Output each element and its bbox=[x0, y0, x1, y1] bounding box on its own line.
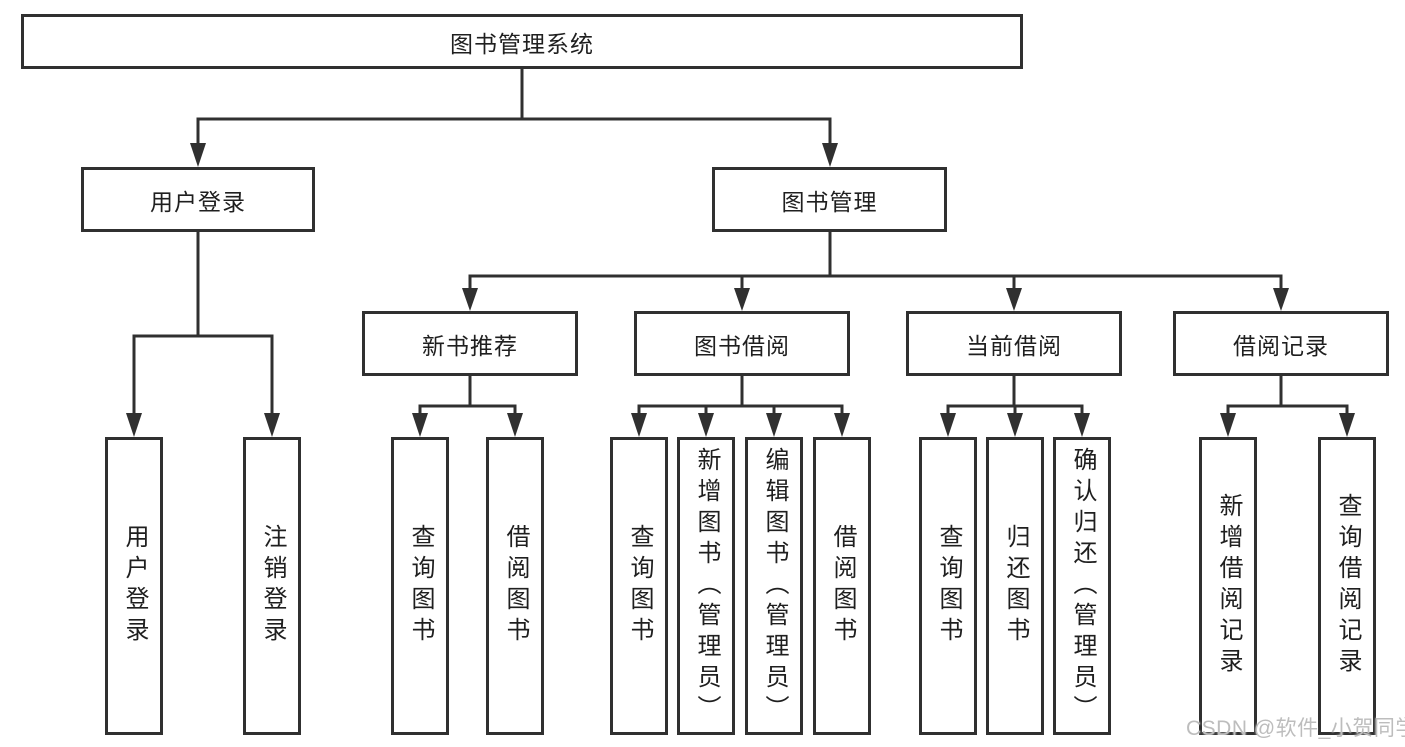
node-root-label: 图书管理系统 bbox=[450, 30, 594, 57]
leaf-add-books-admin: 新增图书（管理员） bbox=[677, 437, 735, 735]
leaf-edit-books-admin: 编辑图书（管理员） bbox=[745, 437, 803, 735]
leaf-user-login-label: 用户登录 bbox=[121, 524, 148, 648]
leaf-return-books: 归还图书 bbox=[986, 437, 1044, 735]
arrowhead bbox=[1006, 288, 1022, 311]
leaf-query-books-3: 查询图书 bbox=[919, 437, 977, 735]
leaf-add-borrow-record: 新增借阅记录 bbox=[1199, 437, 1257, 735]
connector-book-borrow-to-leaves bbox=[631, 376, 850, 437]
node-new-book-recommend-label: 新书推荐 bbox=[422, 332, 518, 359]
leaf-edit-books-admin-label: 编辑图书（管理员） bbox=[761, 446, 788, 726]
arrowhead bbox=[1007, 413, 1023, 437]
connector-book-management-to-level3 bbox=[462, 232, 1289, 311]
leaf-confirm-return-admin-label: 确认归还（管理员） bbox=[1069, 446, 1096, 726]
arrowhead bbox=[126, 413, 142, 437]
leaf-return-books-label: 归还图书 bbox=[1002, 524, 1029, 648]
arrowhead bbox=[631, 413, 647, 437]
leaf-query-books-2-label: 查询图书 bbox=[626, 524, 653, 648]
leaf-query-borrow-record: 查询借阅记录 bbox=[1318, 437, 1376, 735]
arrowhead bbox=[264, 413, 280, 437]
node-book-management-label: 图书管理 bbox=[781, 188, 878, 215]
connector-root-to-level2 bbox=[190, 68, 838, 167]
leaf-borrow-books-2-label: 借阅图书 bbox=[829, 524, 856, 648]
arrowhead bbox=[412, 413, 428, 437]
connector-current-borrow-to-leaves bbox=[940, 376, 1090, 437]
arrowhead bbox=[190, 143, 206, 167]
leaf-query-borrow-record-label: 查询借阅记录 bbox=[1334, 493, 1361, 679]
node-book-borrow-label: 图书借阅 bbox=[694, 332, 790, 359]
arrowhead bbox=[1273, 288, 1289, 311]
arrowhead bbox=[822, 143, 838, 167]
leaf-add-borrow-record-label: 新增借阅记录 bbox=[1215, 493, 1242, 679]
arrowhead bbox=[462, 288, 478, 311]
leaf-query-books-2: 查询图书 bbox=[610, 437, 668, 735]
leaf-borrow-books-2: 借阅图书 bbox=[813, 437, 871, 735]
connector-borrow-records-to-leaves bbox=[1220, 376, 1355, 437]
node-current-borrow-label: 当前借阅 bbox=[966, 332, 1062, 359]
connector-new-book-recommend-to-leaves bbox=[412, 376, 523, 437]
node-book-management: 图书管理 bbox=[712, 167, 947, 232]
node-user-login: 用户登录 bbox=[81, 167, 315, 232]
node-borrow-records-label: 借阅记录 bbox=[1233, 332, 1329, 359]
node-borrow-records: 借阅记录 bbox=[1173, 311, 1389, 376]
leaf-logout: 注销登录 bbox=[243, 437, 301, 735]
leaf-user-login: 用户登录 bbox=[105, 437, 163, 735]
leaf-borrow-books-1-label: 借阅图书 bbox=[502, 524, 529, 648]
leaf-query-books-1: 查询图书 bbox=[391, 437, 449, 735]
arrowhead bbox=[1220, 413, 1236, 437]
leaf-query-books-1-label: 查询图书 bbox=[407, 524, 434, 648]
leaf-borrow-books-1: 借阅图书 bbox=[486, 437, 544, 735]
leaf-query-books-3-label: 查询图书 bbox=[935, 524, 962, 648]
arrowhead bbox=[698, 413, 714, 437]
arrowhead bbox=[766, 413, 782, 437]
leaf-confirm-return-admin: 确认归还（管理员） bbox=[1053, 437, 1111, 735]
node-current-borrow: 当前借阅 bbox=[906, 311, 1122, 376]
arrowhead bbox=[1339, 413, 1355, 437]
leaf-add-books-admin-label: 新增图书（管理员） bbox=[693, 446, 720, 726]
arrowhead bbox=[940, 413, 956, 437]
node-book-borrow: 图书借阅 bbox=[634, 311, 850, 376]
node-user-login-label: 用户登录 bbox=[150, 188, 246, 215]
leaf-logout-label: 注销登录 bbox=[259, 524, 286, 648]
arrowhead bbox=[1074, 413, 1090, 437]
csdn-watermark: CSDN @软件_小贺同学 bbox=[1186, 717, 1405, 740]
node-new-book-recommend: 新书推荐 bbox=[362, 311, 578, 376]
node-root: 图书管理系统 bbox=[21, 14, 1023, 69]
connector-user-login-to-leaves bbox=[126, 232, 280, 437]
arrowhead bbox=[507, 413, 523, 437]
arrowhead bbox=[834, 413, 850, 437]
arrowhead bbox=[734, 288, 750, 311]
